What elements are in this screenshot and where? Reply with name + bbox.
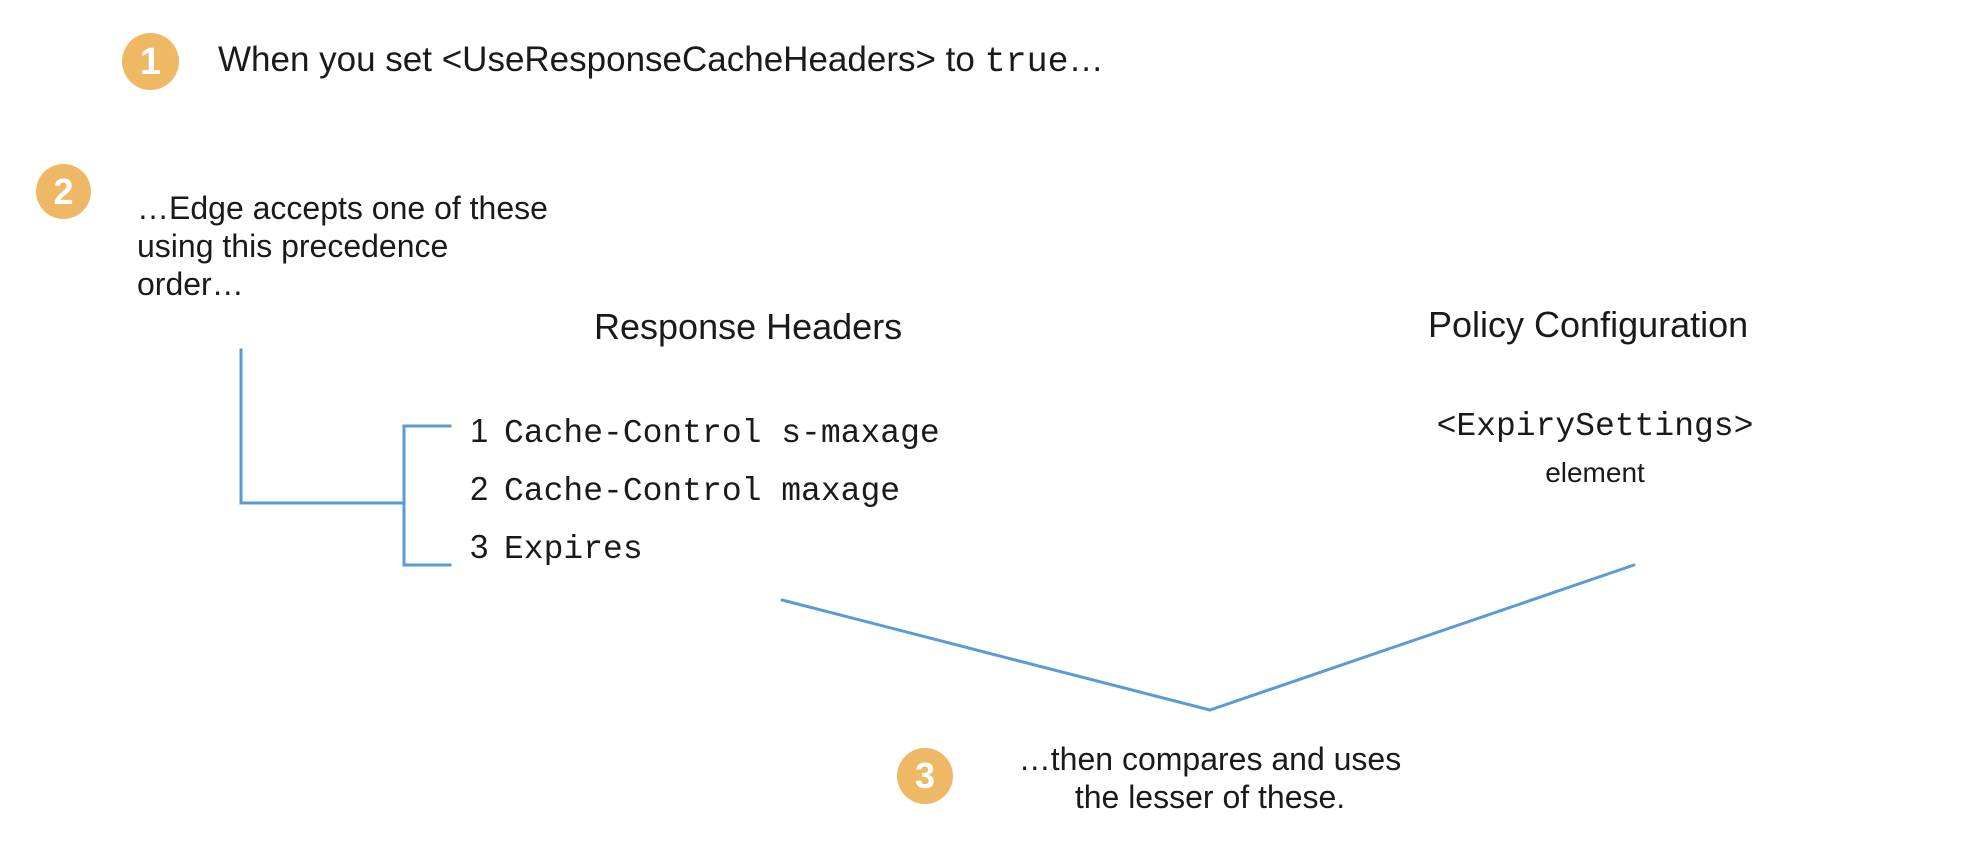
- precedence-value: Cache-Control maxage: [504, 473, 901, 510]
- precedence-rank: 1: [470, 412, 489, 449]
- connector-v-left-arm: [780, 598, 1212, 712]
- step-badge-3: 3: [897, 748, 953, 804]
- precedence-rank: 2: [470, 470, 489, 507]
- precedence-rank: 3: [470, 528, 489, 565]
- precedence-value: Expires: [504, 531, 643, 568]
- step-3-line-2: the lesser of these.: [1074, 779, 1346, 816]
- step-1-text-prefix: When you set <UseResponseCacheHeaders> t…: [218, 40, 985, 79]
- step-3-text: …then compares and uses the lesser of th…: [975, 740, 1445, 817]
- precedence-item: 3 Expires: [470, 528, 940, 586]
- step-1-text-suffix: …: [1068, 40, 1104, 79]
- policy-configuration-title: Policy Configuration: [1428, 304, 1749, 345]
- policy-element-word: element: [1545, 457, 1645, 488]
- response-headers-title: Response Headers: [594, 306, 903, 347]
- precedence-item: 2 Cache-Control maxage: [470, 470, 940, 528]
- step-2-line-3: order…: [137, 265, 244, 302]
- policy-element-name: <ExpirySettings>: [1436, 408, 1754, 445]
- precedence-value: Cache-Control s-maxage: [504, 415, 940, 452]
- connector-step2-to-bracket: [239, 348, 406, 505]
- step-1-text-value: true: [984, 42, 1069, 82]
- precedence-item: 1 Cache-Control s-maxage: [470, 412, 940, 470]
- step-1-text: When you set <UseResponseCacheHeaders> t…: [218, 38, 1104, 85]
- step-2-text: …Edge accepts one of these using this pr…: [137, 190, 657, 303]
- connector-precedence-bracket: [402, 424, 452, 567]
- policy-configuration-block: <ExpirySettings> element: [1380, 408, 1810, 489]
- step-2-line-1: …Edge accepts one of these: [137, 190, 548, 226]
- step-3-line-1: …then compares and uses: [1018, 741, 1402, 777]
- precedence-list: 1 Cache-Control s-maxage 2 Cache-Control…: [470, 412, 940, 586]
- step-2-line-2: using this precedence: [137, 227, 449, 264]
- step-badge-1: 1: [122, 33, 179, 90]
- step-badge-2: 2: [36, 164, 91, 219]
- connector-v-right-arm: [1208, 563, 1636, 712]
